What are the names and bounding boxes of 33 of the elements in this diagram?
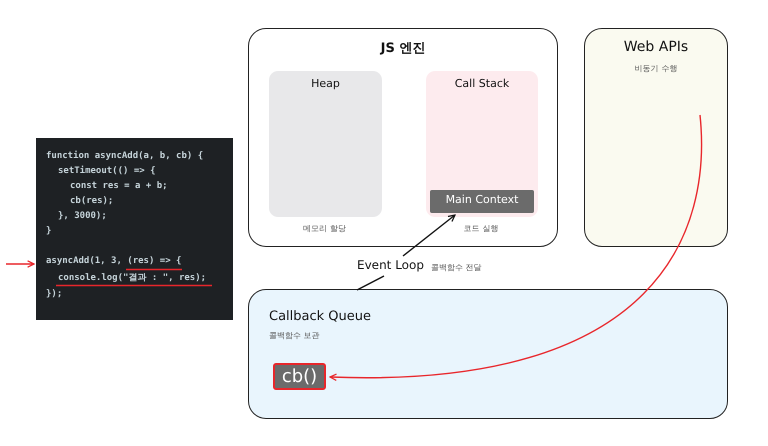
code-line: }, 3000); [58, 211, 107, 221]
web-apis-box [584, 28, 728, 247]
code-panel [36, 138, 233, 320]
connector-line [356, 275, 384, 291]
arrow [402, 214, 456, 257]
box-title: Call Stack [454, 77, 510, 90]
engine-box [248, 28, 558, 247]
callback-box [273, 363, 326, 390]
code-line: function asyncAdd(a, b, cb) { [46, 151, 204, 161]
callback-queue-box [248, 289, 728, 419]
context-box [430, 190, 534, 213]
box-title: Heap [310, 77, 341, 90]
event-loop-text: Event Loop [357, 258, 424, 272]
code-line: } [46, 226, 52, 236]
code-line: const res = a + b; [70, 181, 168, 191]
box-title: Web APIs [622, 39, 690, 55]
box-subtitle: 비동기 수행 [634, 63, 678, 74]
call-stack-box [426, 71, 538, 217]
code-line: asyncAdd(1, 3, (res) => { [46, 256, 182, 266]
code-line: }); [46, 289, 62, 299]
box-subtitle: 콜백함수 보관 [269, 330, 320, 341]
node-caption: 콜백함수 전달 [431, 262, 482, 273]
callback-label: cb() [280, 366, 318, 387]
arrow [6, 260, 35, 268]
box-title: Callback Queue [269, 309, 372, 324]
box-title: JS 엔진 [378, 40, 426, 57]
node-caption: 코드 실행 [462, 223, 500, 234]
context-label: Main Context [444, 193, 520, 206]
code-line: console.log("결과 : ", res); [58, 272, 206, 284]
code-line: setTimeout(() => { [58, 166, 156, 176]
code-line: cb(res); [70, 196, 114, 206]
arrow [329, 114, 702, 381]
node-caption: 메모리 할당 [302, 223, 347, 234]
